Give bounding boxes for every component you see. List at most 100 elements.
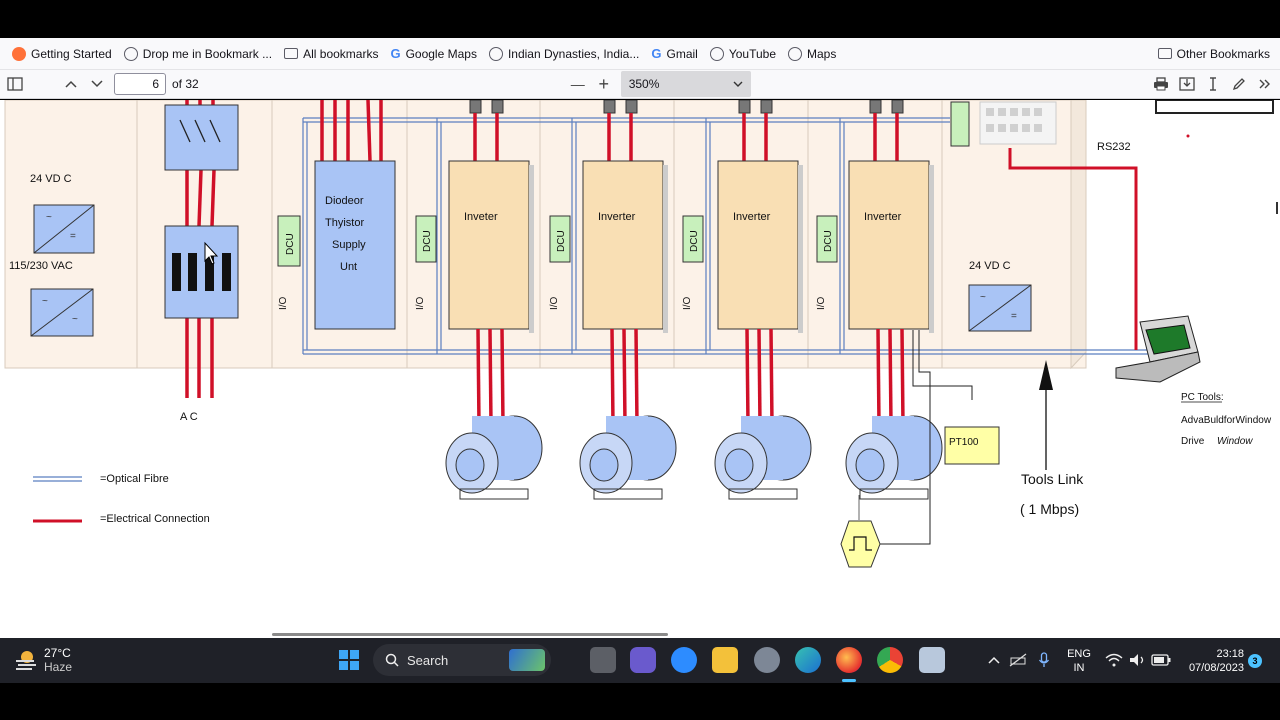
inverter-shadow	[529, 165, 534, 333]
motor-cable	[634, 328, 639, 426]
motor-cable	[745, 328, 750, 426]
task-view-icon[interactable]	[590, 647, 616, 673]
svg-text:~: ~	[42, 296, 48, 307]
wifi-icon[interactable]	[1104, 651, 1124, 669]
inverter-label: Inverter	[733, 211, 771, 223]
rs232-label: RS232	[1097, 141, 1131, 153]
inverter-box	[848, 160, 930, 330]
zoom-app-icon[interactable]	[671, 647, 697, 673]
laptop-icon	[1115, 315, 1201, 383]
ac-label: A C	[180, 411, 198, 423]
motor-cable	[476, 328, 481, 426]
pc-tools-line2: AdvaBuldforWindow	[1181, 415, 1272, 426]
letterbox-top	[0, 0, 1280, 38]
haze-icon	[16, 651, 36, 670]
bookmark-maps[interactable]: Maps	[782, 42, 842, 66]
dcu-label: DCU	[823, 230, 834, 252]
zoom-in-button[interactable]: +	[598, 73, 609, 94]
volume-icon[interactable]	[1128, 651, 1148, 669]
bookmark-label: All bookmarks	[303, 46, 379, 61]
page-number-input[interactable]: 6	[114, 73, 166, 95]
meet-app-icon[interactable]	[630, 647, 656, 673]
pt100-box	[944, 426, 1000, 465]
pc-tools-label: PC Tools:	[1181, 392, 1224, 403]
settings-app-icon[interactable]	[754, 647, 780, 673]
motor-cable	[610, 328, 615, 426]
breaker-box	[164, 104, 239, 171]
chevron-up-icon[interactable]	[986, 652, 1002, 668]
zoom-out-button[interactable]: —	[570, 76, 585, 92]
more-tools-icon[interactable]	[1252, 72, 1278, 96]
folder-icon	[1157, 48, 1172, 59]
bookmark-label: Getting Started	[31, 46, 112, 61]
chevron-down-icon	[733, 81, 743, 87]
save-icon[interactable]	[1174, 72, 1200, 96]
supply-unit-line3: Supply	[332, 239, 366, 251]
dcu-box	[415, 215, 437, 263]
firefox-app-icon[interactable]	[836, 647, 862, 673]
svg-text:~: ~	[72, 314, 78, 325]
control-panel-icon[interactable]	[919, 647, 945, 673]
firefox-icon	[12, 46, 26, 61]
legend-electrical-label: =Electrical Connection	[100, 513, 210, 525]
search-icon	[385, 653, 399, 667]
draw-tool-icon[interactable]	[1226, 72, 1252, 96]
zoom-select[interactable]: 350%	[620, 71, 751, 97]
legend-optical-label: =Optical Fibre	[100, 473, 169, 485]
language-indicator[interactable]: ENG IN	[1064, 646, 1094, 676]
search-highlight-icon	[509, 649, 545, 671]
clock[interactable]: 23:18 07/08/2023	[1178, 646, 1244, 676]
tools-link-speed: ( 1 Mbps)	[1020, 501, 1079, 517]
bookmark-youtube[interactable]: YouTube	[704, 42, 782, 66]
dcu-label: DCU	[556, 230, 567, 252]
taskbar-search[interactable]: Search	[373, 644, 551, 676]
supply-unit-box	[314, 160, 396, 330]
horizontal-scrollbar[interactable]	[272, 633, 668, 636]
bookmark-other[interactable]: Other Bookmarks	[1152, 42, 1276, 66]
notification-badge[interactable]: 3	[1248, 654, 1262, 668]
network-off-icon[interactable]	[1008, 652, 1028, 668]
dcu-box	[950, 101, 970, 147]
zoom-value: 350%	[628, 77, 660, 91]
chrome-browser-icon[interactable]	[877, 647, 903, 673]
bookmark-label: Google Maps	[405, 46, 477, 61]
mouse-cursor	[204, 241, 219, 265]
motor-base	[459, 488, 529, 500]
bookmark-label: Other Bookmarks	[1176, 46, 1270, 61]
dcu-box	[549, 215, 571, 263]
start-button[interactable]	[336, 647, 362, 673]
active-app-indicator	[842, 679, 856, 682]
motor-cable	[757, 328, 762, 426]
bookmark-getting-started[interactable]: Getting Started	[6, 42, 118, 66]
next-page-icon[interactable]	[84, 72, 110, 96]
search-placeholder: Search	[407, 652, 449, 668]
clock-date: 07/08/2023	[1188, 662, 1244, 674]
weather-widget[interactable]: 27°C Haze	[14, 644, 84, 676]
text-tool-icon[interactable]	[1200, 72, 1226, 96]
taskbar: 27°C Haze Search ENG IN 23:18	[0, 638, 1280, 683]
bookmark-google-maps[interactable]: G Google Maps	[384, 42, 483, 66]
bookmark-indian-dynasties[interactable]: Indian Dynasties, India...	[483, 42, 645, 66]
bookmark-gmail[interactable]: G Gmail	[645, 42, 703, 66]
sidebar-toggle-icon[interactable]	[2, 72, 28, 96]
weather-temp: 27°C	[44, 646, 71, 660]
io-label: I/O	[549, 296, 560, 310]
bookmark-all-bookmarks[interactable]: All bookmarks	[278, 42, 384, 66]
file-explorer-icon[interactable]	[712, 647, 738, 673]
motor-cable	[769, 328, 774, 426]
motor-cable	[876, 328, 881, 426]
print-icon[interactable]	[1148, 72, 1174, 96]
legend: =Optical Fibre =Electrical Connection	[33, 473, 210, 525]
motor-cable	[500, 328, 505, 426]
bookmark-label: YouTube	[728, 46, 776, 61]
svg-text:~: ~	[46, 212, 52, 223]
microphone-icon[interactable]	[1036, 651, 1052, 669]
vac-left-label: 115/230 VAC	[9, 260, 73, 272]
edge-browser-icon[interactable]	[795, 647, 821, 673]
bookmark-drop-me[interactable]: Drop me in Bookmark ...	[118, 42, 278, 66]
motor-cable	[488, 328, 493, 426]
battery-icon[interactable]	[1150, 651, 1172, 669]
previous-page-icon[interactable]	[58, 72, 84, 96]
folder-icon	[284, 48, 299, 59]
supply-unit-line1: Diodeor	[325, 195, 364, 207]
